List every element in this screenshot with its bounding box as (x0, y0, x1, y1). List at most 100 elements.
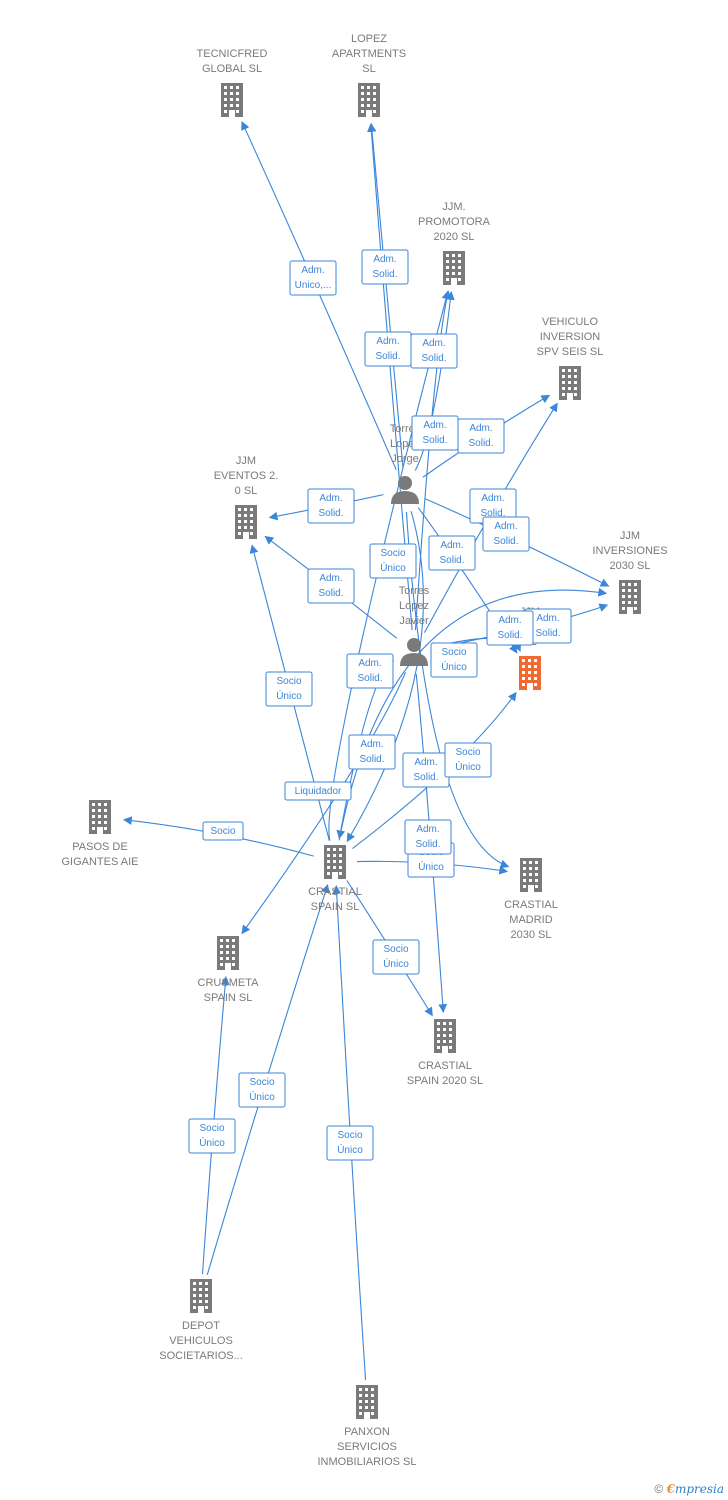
edge-label-text: Solid. (480, 508, 505, 519)
edge-label[interactable]: Adm.Solid. (486, 610, 534, 646)
edge-torres_javier-to-jjm_promotora[interactable] (414, 290, 451, 631)
window (365, 1388, 368, 1391)
edge-torres_javier-to-crastial_2020[interactable] (415, 673, 448, 1013)
building-icon (324, 845, 346, 879)
edge-label[interactable]: Adm.Unico,... (289, 260, 337, 296)
edge-label[interactable]: Adm.Solid. (482, 516, 530, 552)
edge-label-text: Adm. (373, 254, 396, 265)
door (627, 607, 633, 614)
window (367, 92, 370, 95)
brand-logo[interactable]: €mpresia (666, 1482, 724, 1496)
window (371, 1388, 374, 1391)
window (562, 375, 565, 378)
edge-label[interactable]: Adm.Solid. (457, 418, 505, 454)
door (225, 963, 231, 970)
edge-torres_javier-to-crusmeta[interactable] (241, 672, 406, 935)
person-body (391, 491, 419, 504)
door (451, 278, 457, 285)
node-label: SPAIN 2020 SL (407, 1075, 483, 1087)
edge-torres_jorge-to-tecnicfred[interactable] (241, 121, 397, 471)
node-label: INVERSIONES (592, 545, 667, 557)
edge-label-text: Adm. (416, 824, 439, 835)
edge-label[interactable]: Adm.Solid. (524, 608, 572, 644)
window (226, 951, 229, 954)
edge-label[interactable]: Adm.Solid. (307, 568, 355, 604)
window (371, 1406, 374, 1409)
window (523, 867, 526, 870)
edge-label[interactable]: Adm.Solid. (307, 488, 355, 524)
person-body (400, 653, 428, 666)
edge-torres_jorge-to-lopez_apts[interactable] (367, 123, 404, 469)
edge-label[interactable]: Adm.Solid. (411, 415, 459, 451)
edge-label-box (265, 671, 313, 707)
window (443, 1034, 446, 1037)
node-label: JJM (236, 455, 256, 467)
edge-label-box (361, 249, 409, 285)
edge-label-box (289, 260, 337, 296)
window (628, 595, 631, 598)
window (361, 110, 364, 113)
window (458, 254, 461, 257)
window (244, 514, 247, 517)
edge-label-text: Solid. (372, 269, 397, 280)
edge-label[interactable]: Adm.Solid. (428, 535, 476, 571)
node-label: SOCIETARIOS... (159, 1350, 243, 1362)
edge-label-text: Único (276, 689, 302, 702)
window (528, 665, 531, 668)
building-icon (221, 83, 243, 117)
window (522, 677, 525, 680)
edge-label[interactable]: Adm.Solid. (404, 819, 452, 855)
edge-label-box (284, 781, 352, 801)
edge-label[interactable]: Adm. Solid. (361, 249, 409, 285)
edge-label[interactable]: Adm.Solid. (402, 752, 450, 788)
edge-crastial_spain-to-jjm_inversiones[interactable] (338, 587, 608, 841)
edge-label-text: Socio (210, 826, 235, 837)
window (446, 254, 449, 257)
window (523, 861, 526, 864)
edge-label-text: Único (418, 860, 444, 873)
node-depot[interactable]: DEPOTVEHICULOSSOCIETARIOS... (159, 1279, 243, 1362)
edge-torres_jorge-to-jjm_promotora[interactable] (414, 290, 455, 471)
window (622, 583, 625, 586)
edge-label[interactable]: Adm.Solid. (346, 653, 394, 689)
edge-label[interactable]: Adm.Solid. (410, 333, 458, 369)
node-label: LOPEZ (351, 33, 387, 45)
edge-label[interactable]: Adm.Solid. (348, 734, 396, 770)
window (232, 945, 235, 948)
window (230, 98, 233, 101)
door (567, 393, 573, 400)
window (528, 677, 531, 680)
edge-label[interactable]: Socio (202, 821, 244, 841)
edge-label-text: Socio (249, 1077, 274, 1088)
window (339, 848, 342, 851)
edge-label-text: Adm. (319, 573, 342, 584)
edge-label[interactable]: Adm.Solid. (364, 331, 412, 367)
building-icon (190, 1279, 212, 1313)
edge-label[interactable]: Liquidador (284, 781, 352, 801)
edge-label-box (430, 642, 478, 678)
edge-label-text: Adm. (498, 615, 521, 626)
edge-torres_jorge-to-crastial_spain[interactable] (346, 510, 424, 843)
door (198, 1306, 204, 1313)
